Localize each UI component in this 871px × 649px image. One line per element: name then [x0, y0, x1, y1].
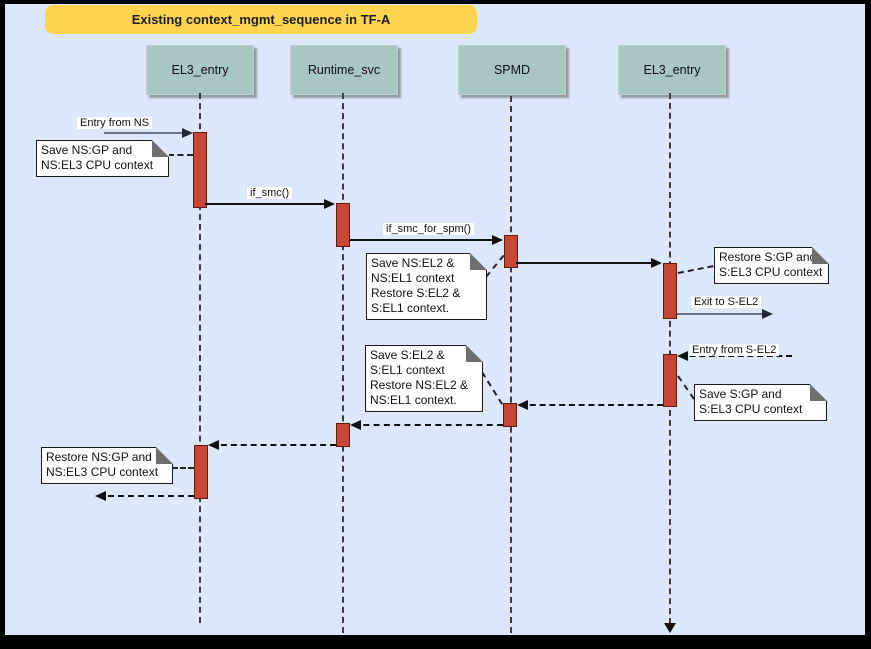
arrowhead-left-icon	[677, 351, 688, 361]
activation-spmd-2	[503, 403, 517, 427]
actor-el3-entry-left: EL3_entry	[146, 45, 254, 95]
arrow-spmd-to-el3	[516, 262, 652, 264]
arrowhead-right-icon	[762, 309, 773, 319]
arrow-if-smc	[205, 203, 325, 205]
actor-label: SPMD	[493, 63, 531, 77]
activation-el3-left-1	[193, 132, 207, 208]
arrowhead-left-icon	[350, 420, 361, 430]
note-save-s-el2: Save S:EL2 & S:EL1 context Restore NS:EL…	[365, 345, 483, 412]
frame-border-left	[0, 0, 5, 649]
lifeline-end-arrow-icon	[664, 623, 676, 633]
frame-border-top	[0, 0, 871, 4]
note-connector	[677, 265, 714, 274]
activation-el3-right-1	[663, 263, 677, 319]
note-connector	[485, 254, 505, 278]
note-connector	[168, 154, 193, 156]
actor-label: EL3_entry	[171, 63, 229, 77]
arrowhead-left-icon	[95, 491, 106, 501]
arrow-exit-to-sel2	[677, 313, 763, 315]
activation-el3-right-2	[663, 354, 677, 407]
arrow-el3-to-spmd-return	[520, 404, 663, 406]
note-connector	[481, 371, 503, 405]
message-exit-to-sel2: Exit to S-EL2	[691, 296, 762, 308]
actor-spmd: SPMD	[458, 45, 566, 95]
arrow-entry-from-ns	[104, 132, 184, 134]
arrow-runtime-to-el3-return	[211, 444, 336, 446]
actor-label: EL3_entry	[643, 63, 701, 77]
frame-border-bottom	[0, 635, 871, 649]
message-if-smc: if_smc()	[247, 187, 293, 199]
activation-runtime-1	[336, 203, 350, 247]
actor-label: Runtime_svc	[307, 63, 381, 77]
lifeline-spmd	[510, 96, 512, 633]
note-restore-s-gp: Restore S:GP and S:EL3 CPU context	[714, 247, 829, 284]
diagram-title: Existing context_mgmt_sequence in TF-A	[45, 5, 477, 34]
note-connector	[677, 375, 695, 400]
arrow-spmd-to-runtime-return	[353, 424, 503, 426]
arrow-entry-from-sel2	[680, 355, 792, 357]
frame-border-right	[865, 0, 871, 649]
lifeline-runtime-svc	[342, 93, 344, 633]
message-if-smc-for-spm: if_smc_for_spm()	[383, 223, 474, 235]
arrow-if-smc-for-spm	[349, 239, 493, 241]
note-connector	[172, 467, 194, 469]
actor-el3-entry-right: EL3_entry	[618, 45, 726, 95]
arrowhead-right-icon	[182, 128, 193, 138]
note-restore-ns-gp: Restore NS:GP and NS:EL3 CPU context	[41, 447, 173, 484]
message-entry-from-sel2: Entry from S-EL2	[689, 344, 780, 356]
arrowhead-right-icon	[324, 199, 335, 209]
message-entry-from-ns: Entry from NS	[77, 117, 153, 129]
arrowhead-left-icon	[208, 440, 219, 450]
lifeline-el3-entry-left	[199, 93, 201, 623]
activation-runtime-2	[336, 423, 350, 447]
arrowhead-right-icon	[651, 258, 662, 268]
note-save-ns-gp: Save NS:GP and NS:EL3 CPU context	[36, 140, 169, 177]
arrow-el3-to-ns-return	[98, 495, 194, 497]
arrowhead-left-icon	[517, 400, 528, 410]
actor-runtime-svc: Runtime_svc	[290, 45, 398, 95]
note-save-ns-el2: Save NS:EL2 & NS:EL1 context Restore S:E…	[366, 253, 487, 320]
note-save-s-gp: Save S:GP and S:EL3 CPU context	[694, 384, 827, 421]
arrowhead-right-icon	[492, 235, 503, 245]
activation-el3-left-2	[194, 445, 208, 499]
activation-spmd-1	[504, 235, 518, 268]
